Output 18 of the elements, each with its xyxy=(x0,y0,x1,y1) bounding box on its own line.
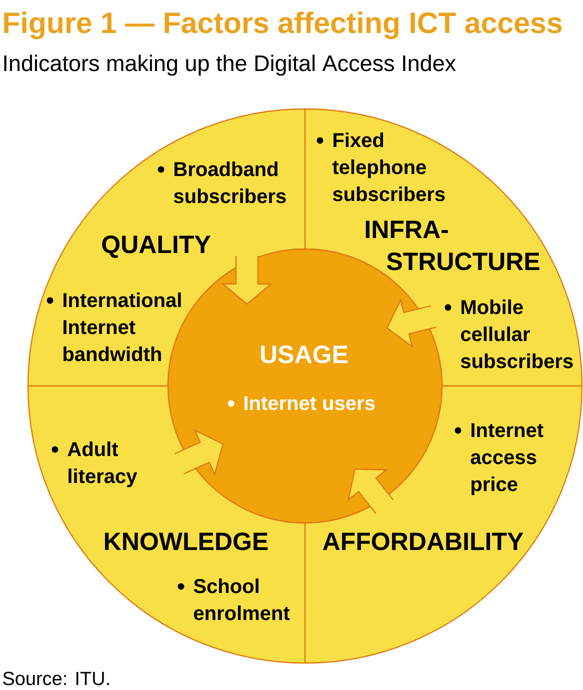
segment-heading: AFFORDABILITY xyxy=(322,532,524,550)
indicator-text: Fixed telephone subscribers xyxy=(332,132,445,202)
indicator-text: Adult literacy xyxy=(68,442,138,488)
indicator-text: Broadband subscribers xyxy=(174,162,286,204)
segment-heading: QUALITY xyxy=(102,236,210,258)
indicator-text: International Internet bandwidth xyxy=(64,292,181,362)
indicator-text: Internet users xyxy=(244,396,375,410)
figure-title: Figure 1 — Factors affecting ICT access xyxy=(4,12,562,40)
indicator-text: School enrolment xyxy=(194,578,290,620)
source-note: Source: ITU. xyxy=(3,672,109,686)
indicator-text: Internet access price xyxy=(470,423,544,496)
arrow xyxy=(221,255,273,305)
segment-heading: KNOWLEDGE xyxy=(105,532,268,550)
segment-heading: INFRA-STRUCTURE xyxy=(366,220,540,270)
arrow xyxy=(386,298,437,348)
subtitle: Indicators making up the Digital Access Index xyxy=(4,54,456,76)
segment-heading: USAGE xyxy=(261,346,348,364)
indicator-text: Mobile cellular subscribers xyxy=(460,300,573,368)
